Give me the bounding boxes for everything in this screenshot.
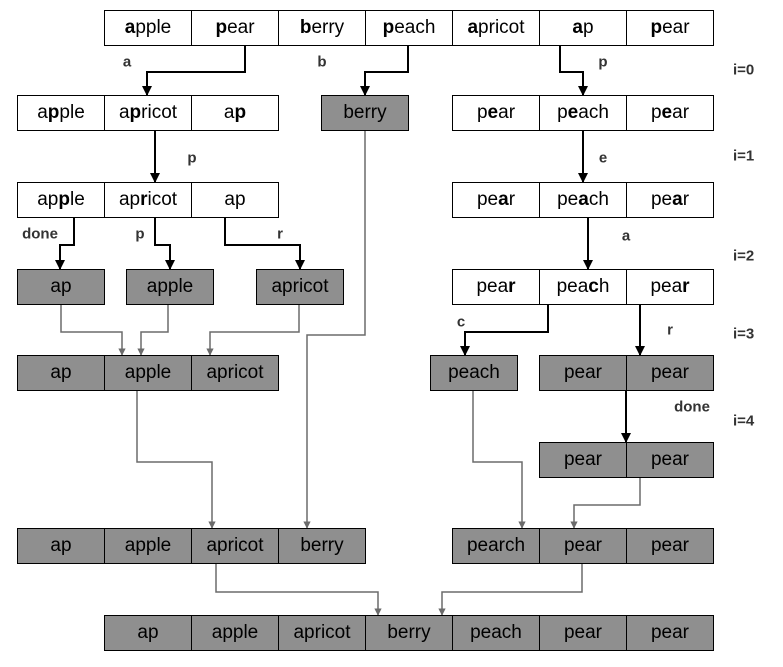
- edge-label-8: a: [621, 227, 631, 245]
- edge-leaf-apple-merge: [137, 305, 169, 356]
- cell-final-3: berry: [365, 615, 453, 651]
- edge-label-9: c: [456, 313, 466, 331]
- cell-merge-left-0: ap: [17, 528, 105, 564]
- edge-pear-pair-to-right: [570, 478, 641, 529]
- edge-input-to-a1: [142, 45, 246, 96]
- cell-final-1: apple: [191, 615, 279, 651]
- cell-leaf-peach-0: peach: [430, 355, 518, 391]
- cell-merge-right-1: pear: [539, 528, 627, 564]
- cell-merge-left-2: apricot: [191, 528, 279, 564]
- cell-final-5: pear: [539, 615, 627, 651]
- edge-peach-to-right: [472, 391, 526, 529]
- cell-pear-pair1-0: pear: [539, 355, 627, 391]
- cell-leaf-ap-0: ap: [17, 269, 105, 305]
- edge-label-1: b: [317, 53, 327, 71]
- cell-final-4: peach: [452, 615, 540, 651]
- cell-merge-right-0: pearch: [452, 528, 540, 564]
- edge-label-7: r: [277, 225, 283, 243]
- edge-input-to-p1: [559, 45, 588, 96]
- edge-label-2: p: [598, 53, 608, 71]
- cell-merged-a-0: ap: [17, 355, 105, 391]
- cell-merge-left-3: berry: [278, 528, 366, 564]
- cell-pear-pair1-1: pear: [626, 355, 714, 391]
- cell-leaf-apricot-0: apricot: [256, 269, 344, 305]
- cell-a2-2: ap: [191, 182, 279, 218]
- edge-a2-to-leaf-apricot: [224, 218, 305, 270]
- edge-label-3: p: [187, 149, 197, 167]
- edge-input-to-berry: [360, 45, 409, 96]
- level-label-0: i=0: [733, 61, 755, 79]
- cell-final-0: ap: [104, 615, 192, 651]
- level-label-4: i=4: [733, 412, 755, 430]
- edge-berry-to-left: [303, 131, 366, 529]
- edge-merged-to-left: [136, 391, 216, 529]
- edge-label-5: done: [22, 225, 58, 243]
- cell-pear-pair2-0: pear: [539, 442, 627, 478]
- edge-leaf-apricot-merge: [206, 305, 300, 356]
- edge-left-to-final: [215, 564, 382, 616]
- cell-final-2: apricot: [278, 615, 366, 651]
- cell-final-6: pear: [626, 615, 714, 651]
- edge-leaf-ap-merge: [60, 305, 126, 356]
- cell-berry1-0: berry: [321, 95, 409, 131]
- level-label-1: i=1: [733, 147, 755, 165]
- cell-merged-a-1: apple: [104, 355, 192, 391]
- edge-right-to-final: [438, 564, 583, 616]
- edge-p3-to-peach: [460, 305, 549, 356]
- cell-merge-right-2: pear: [626, 528, 714, 564]
- cell-merge-left-1: apple: [104, 528, 192, 564]
- edge-label-4: e: [598, 149, 608, 167]
- edge-label-0: a: [122, 53, 132, 71]
- cell-merged-a-2: apricot: [191, 355, 279, 391]
- level-label-2: i=2: [733, 247, 755, 265]
- edge-a2-to-leaf-apple: [154, 218, 175, 270]
- cell-leaf-apple-0: apple: [126, 269, 214, 305]
- level-label-3: i=3: [733, 325, 755, 343]
- edge-label-11: done: [674, 398, 710, 416]
- cell-pear-pair2-1: pear: [626, 442, 714, 478]
- edge-label-10: r: [667, 321, 673, 339]
- edge-a2-to-leaf-ap: [55, 218, 75, 270]
- edge-label-6: p: [135, 225, 145, 243]
